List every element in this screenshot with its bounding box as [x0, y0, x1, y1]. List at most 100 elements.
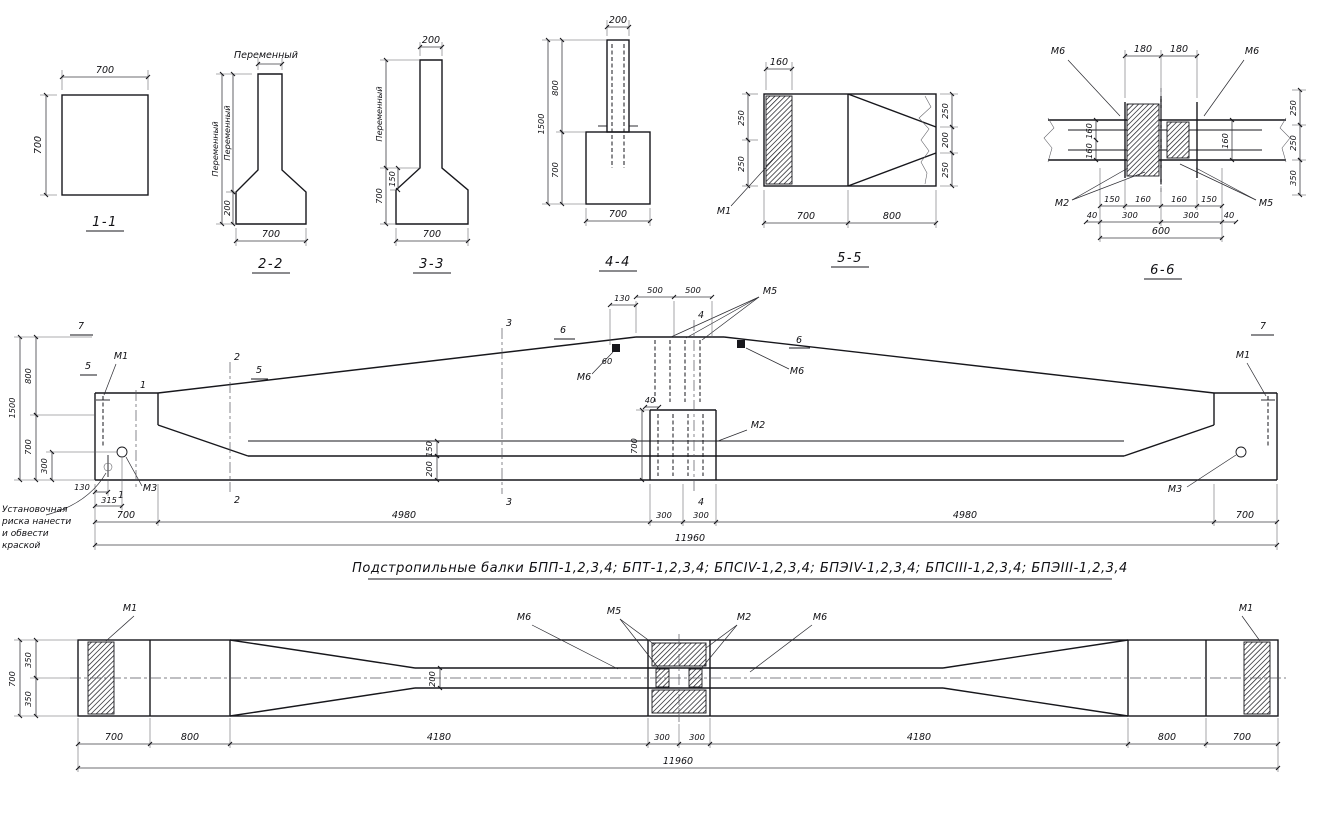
mark-m2-label: М2	[1055, 198, 1069, 209]
dim-300-b: 300	[1183, 210, 1199, 220]
section-label: 2-2	[258, 257, 284, 272]
dim-300-center-right: 300	[693, 510, 709, 520]
mark-m6-right-label: М6	[813, 612, 827, 623]
dim-300-center-left: 300	[656, 510, 672, 520]
drawing-title: Подстропильные балки БПП-1,2,3,4; БПТ-1,…	[352, 561, 1128, 576]
dim-left-b: 250	[736, 156, 746, 172]
dim-plate: 160	[770, 57, 788, 68]
cut-label-6-left: 6	[560, 325, 566, 336]
mark-m2-label: М2	[751, 420, 765, 431]
dim-total-length: 11960	[675, 533, 705, 544]
dim-flare-height: 150	[387, 171, 397, 187]
dim-60: 60	[602, 356, 612, 366]
dim-700-width: 700	[7, 671, 17, 687]
mark-m2-label: М2	[737, 612, 751, 623]
dim-160-b: 160	[1171, 194, 1187, 204]
dim-180-a: 180	[1134, 44, 1152, 55]
dim-right-a: 250	[940, 103, 950, 119]
section-view-3-3: 200 Переменный 700 150 700 3-3	[374, 35, 471, 274]
dim-160-left-b: 160	[1084, 143, 1094, 159]
section-view-4-4: 200 1500 800 700 700 4-4	[536, 15, 653, 272]
cut-label-1-top: 1	[140, 380, 146, 391]
cut-label-7-right: 7	[1260, 321, 1266, 332]
dim-160-a: 160	[1135, 194, 1151, 204]
section-view-1-1: 700 700 1-1	[33, 65, 151, 232]
m6-weld-plate-right	[737, 340, 745, 348]
dim-top: 200	[422, 35, 440, 46]
dim-bottom: 700	[609, 209, 627, 220]
dim-160-right: 160	[1220, 133, 1230, 149]
dim-500-b: 500	[685, 285, 701, 295]
dim-180-b: 180	[1170, 44, 1188, 55]
dim-top-variable: Переменный	[234, 50, 298, 61]
note-line-1: Установочная	[2, 505, 68, 515]
dim-150-a: 150	[1104, 194, 1120, 204]
dim-height-upper: 800	[550, 80, 560, 96]
dim-4980-right: 4980	[953, 510, 977, 521]
m3-washer-left	[116, 446, 128, 458]
hatched-joint-plate-small	[1166, 121, 1190, 159]
dim-bottom: 700	[262, 229, 280, 240]
dim-700-left: 700	[105, 732, 123, 743]
beam-plan-view: М1 М6 М5 М2 М6 М1 700 350 350 200 700 80…	[7, 603, 1286, 772]
dim-right-c: 250	[940, 162, 950, 178]
section-label: 1-1	[92, 215, 118, 230]
dim-4180-right: 4180	[907, 732, 931, 743]
dim-bottom-b: 800	[883, 211, 901, 222]
cut-label-3-bottom: 3	[506, 497, 512, 508]
dim-40-b: 40	[1224, 210, 1234, 220]
dim-width: 700	[96, 65, 114, 76]
dim-800-right: 800	[1158, 732, 1176, 743]
cut-label-6-right: 6	[796, 335, 802, 346]
dim-300-center-left: 300	[654, 732, 670, 742]
drawing-title-block: Подстропильные балки БПП-1,2,3,4; БПТ-1,…	[352, 561, 1128, 580]
dim-bottom-a: 700	[797, 211, 815, 222]
section-label: 5-5	[837, 251, 863, 266]
cut-label-5-b: 5	[256, 365, 262, 376]
mark-m6-left-label: М6	[1051, 46, 1065, 57]
mark-m6-left-label: М6	[577, 372, 591, 383]
dim-4180-left: 4180	[427, 732, 451, 743]
dim-40-joint: 40	[645, 395, 655, 405]
dim-130-bottom: 130	[74, 482, 90, 492]
dim-350-right: 350	[1288, 170, 1298, 186]
dim-250-right-a: 250	[1288, 100, 1298, 116]
mark-m5-label: М5	[763, 286, 777, 297]
dim-300-a: 300	[1122, 210, 1138, 220]
mark-m6-right-label: М6	[790, 366, 804, 377]
dim-600: 600	[1152, 226, 1170, 237]
mark-m1-label: М1	[717, 206, 731, 217]
dim-side-variable: Переменный	[374, 86, 384, 142]
dim-40-a: 40	[1087, 210, 1097, 220]
dim-130-apex: 130	[614, 293, 630, 303]
dim-700-end-right: 700	[1236, 510, 1254, 521]
hatched-end-plate	[765, 95, 793, 185]
mark-m3-left-label: М3	[143, 483, 157, 494]
note-line-3: и обвести	[2, 529, 49, 539]
dim-700-end-left: 700	[117, 510, 135, 521]
cut-label-2-bottom: 2	[234, 495, 240, 506]
cut-label-3-top: 3	[506, 318, 512, 329]
dim-700-joint: 700	[629, 438, 639, 454]
dim-150-b: 150	[1201, 194, 1217, 204]
dim-4980-left: 4980	[392, 510, 416, 521]
note-line-4: краской	[2, 541, 41, 551]
cut-label-7-left: 7	[78, 321, 84, 332]
dim-350-top: 350	[23, 652, 33, 668]
dim-700-left: 700	[23, 439, 33, 455]
mark-m5-label: М5	[607, 606, 621, 617]
cut-label-5-a: 5	[85, 361, 91, 372]
dim-bottom: 700	[423, 229, 441, 240]
cut-label-2-top: 2	[234, 352, 240, 363]
cut-label-1-bottom: 1	[118, 490, 124, 501]
mark-m1-right-label: М1	[1236, 350, 1250, 361]
dim-700-right: 700	[1233, 732, 1251, 743]
dim-300-left: 300	[39, 458, 49, 474]
mark-m6-left-label: М6	[517, 612, 531, 623]
section-view-6-6: 180 180 М6 М6 160 160 160 250 250 350 15…	[1043, 44, 1306, 280]
mark-m6-right-label: М6	[1245, 46, 1259, 57]
note-line-2: риска нанести	[1, 517, 71, 527]
mark-m1-left-label: М1	[114, 351, 128, 362]
